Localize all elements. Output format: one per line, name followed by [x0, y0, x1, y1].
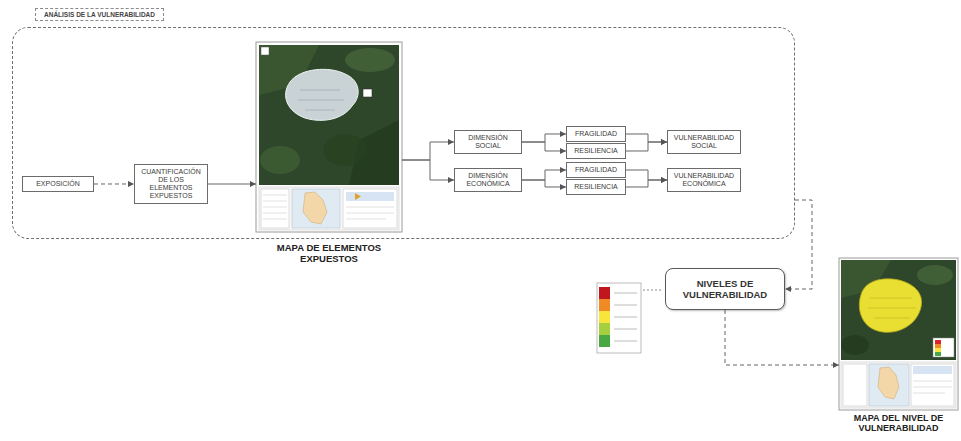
box-label: VULNERABILIDAD SOCIAL	[671, 134, 737, 150]
scale-band	[599, 299, 610, 311]
forest-patch	[260, 146, 300, 174]
flow-arrow	[626, 134, 667, 142]
forest-patch	[841, 335, 869, 355]
map-key-swatch	[935, 340, 941, 344]
vulnerability-area-detail	[868, 298, 916, 318]
map-legend-table	[843, 364, 867, 406]
box-label: DIMENSIÓN SOCIAL	[458, 134, 518, 150]
map-caption: MAPA DE ELEMENTOS EXPUESTOS	[262, 243, 397, 265]
flow-arrow	[522, 170, 566, 180]
box-label: CUANTIFICACIÓN DE LOS ELEMENTOS EXPUESTO…	[138, 168, 204, 200]
box-label: EXPOSICIÓN	[36, 180, 80, 188]
process-box: RESILIENCIA	[566, 179, 626, 195]
box-label: FRAGILIDAD	[575, 166, 617, 174]
box-label: DIMENSIÓN ECONÓMICA	[458, 172, 518, 188]
location-outline	[878, 367, 899, 399]
map-key-swatch	[935, 352, 941, 356]
section-heading: ANÁLISIS DE LA VULNERABILIDAD	[35, 8, 164, 21]
process-box: FRAGILIDAD	[566, 162, 626, 178]
scale-band	[599, 323, 610, 335]
process-box: DIMENSIÓN ECONÓMICA	[454, 168, 522, 192]
logo	[355, 193, 361, 200]
vulnerability-area	[859, 279, 921, 332]
scale-band	[599, 287, 610, 299]
map-legend-table	[261, 189, 289, 228]
map-legend-panel	[259, 187, 399, 230]
flow-arrow	[522, 134, 566, 142]
forest-patch	[345, 48, 395, 72]
flow-arrow	[725, 310, 839, 365]
map-figure: MAPA DE ELEMENTOS EXPUESTOS	[256, 42, 402, 232]
process-box: DIMENSIÓN SOCIAL	[454, 130, 522, 154]
box-label: VULNERABILIDAD ECONÓMICA	[671, 172, 737, 188]
satellite-image	[259, 45, 399, 185]
title-block	[343, 189, 397, 228]
map-marker	[363, 89, 372, 97]
scale-lines	[614, 293, 637, 341]
box-label: RESILIENCIA	[574, 147, 618, 155]
location-map	[292, 189, 340, 228]
map-frame	[256, 42, 402, 232]
exposed-area-detail	[298, 90, 344, 110]
title-block	[911, 364, 954, 406]
map-key-swatch	[935, 348, 941, 352]
map-key-swatch	[935, 344, 941, 348]
north-arrow	[261, 47, 269, 55]
process-box: CUANTIFICACIÓN DE LOS ELEMENTOS EXPUESTO…	[134, 164, 208, 204]
result-box: NIVELES DE VULNERABILIDAD	[665, 268, 785, 310]
flow-arrow	[402, 142, 454, 160]
flow-arrow	[522, 180, 566, 187]
map-key	[933, 338, 954, 357]
process-box: EXPOSICIÓN	[22, 176, 94, 192]
title-block-band	[913, 366, 952, 374]
flow-arrow	[626, 170, 667, 180]
satellite-image	[841, 260, 956, 360]
exposed-area	[286, 69, 359, 120]
map-caption: MAPA DEL NIVEL DE VULNERABILIDAD	[841, 413, 957, 434]
title-block-band	[346, 192, 394, 201]
process-box: RESILIENCIA	[566, 143, 626, 159]
process-box: FRAGILIDAD	[566, 126, 626, 142]
flow-arrow	[785, 200, 812, 289]
forest-patch	[323, 134, 367, 166]
color-scale	[597, 283, 641, 353]
scale-band	[599, 335, 610, 347]
analysis-region: ANÁLISIS DE LA VULNERABILIDADEXPOSICIÓNC…	[12, 27, 795, 239]
flow-arrow	[402, 160, 454, 180]
flow-arrow	[626, 142, 667, 151]
map-frame	[839, 258, 958, 410]
process-box: VULNERABILIDAD ECONÓMICA	[667, 168, 741, 192]
location-map	[869, 364, 909, 406]
flow-arrow	[626, 180, 667, 187]
map-legend-panel	[841, 362, 956, 408]
process-box: VULNERABILIDAD SOCIAL	[667, 130, 741, 154]
flow-arrow	[94, 183, 134, 184]
map-legend-lines	[263, 195, 287, 219]
title-block-lines	[913, 381, 952, 393]
scale-band	[599, 311, 610, 323]
box-label: FRAGILIDAD	[575, 130, 617, 138]
box-label: RESILIENCIA	[574, 183, 618, 191]
forest-patch	[917, 265, 953, 285]
leader-line	[643, 290, 662, 291]
box-label: NIVELES DE VULNERABILIDAD	[672, 278, 778, 301]
flow-arrow	[208, 184, 256, 185]
location-outline	[303, 192, 327, 224]
flow-arrow	[522, 142, 566, 151]
map-figure: MAPA DEL NIVEL DE VULNERABILIDAD	[839, 258, 958, 410]
title-block-lines	[346, 207, 394, 219]
